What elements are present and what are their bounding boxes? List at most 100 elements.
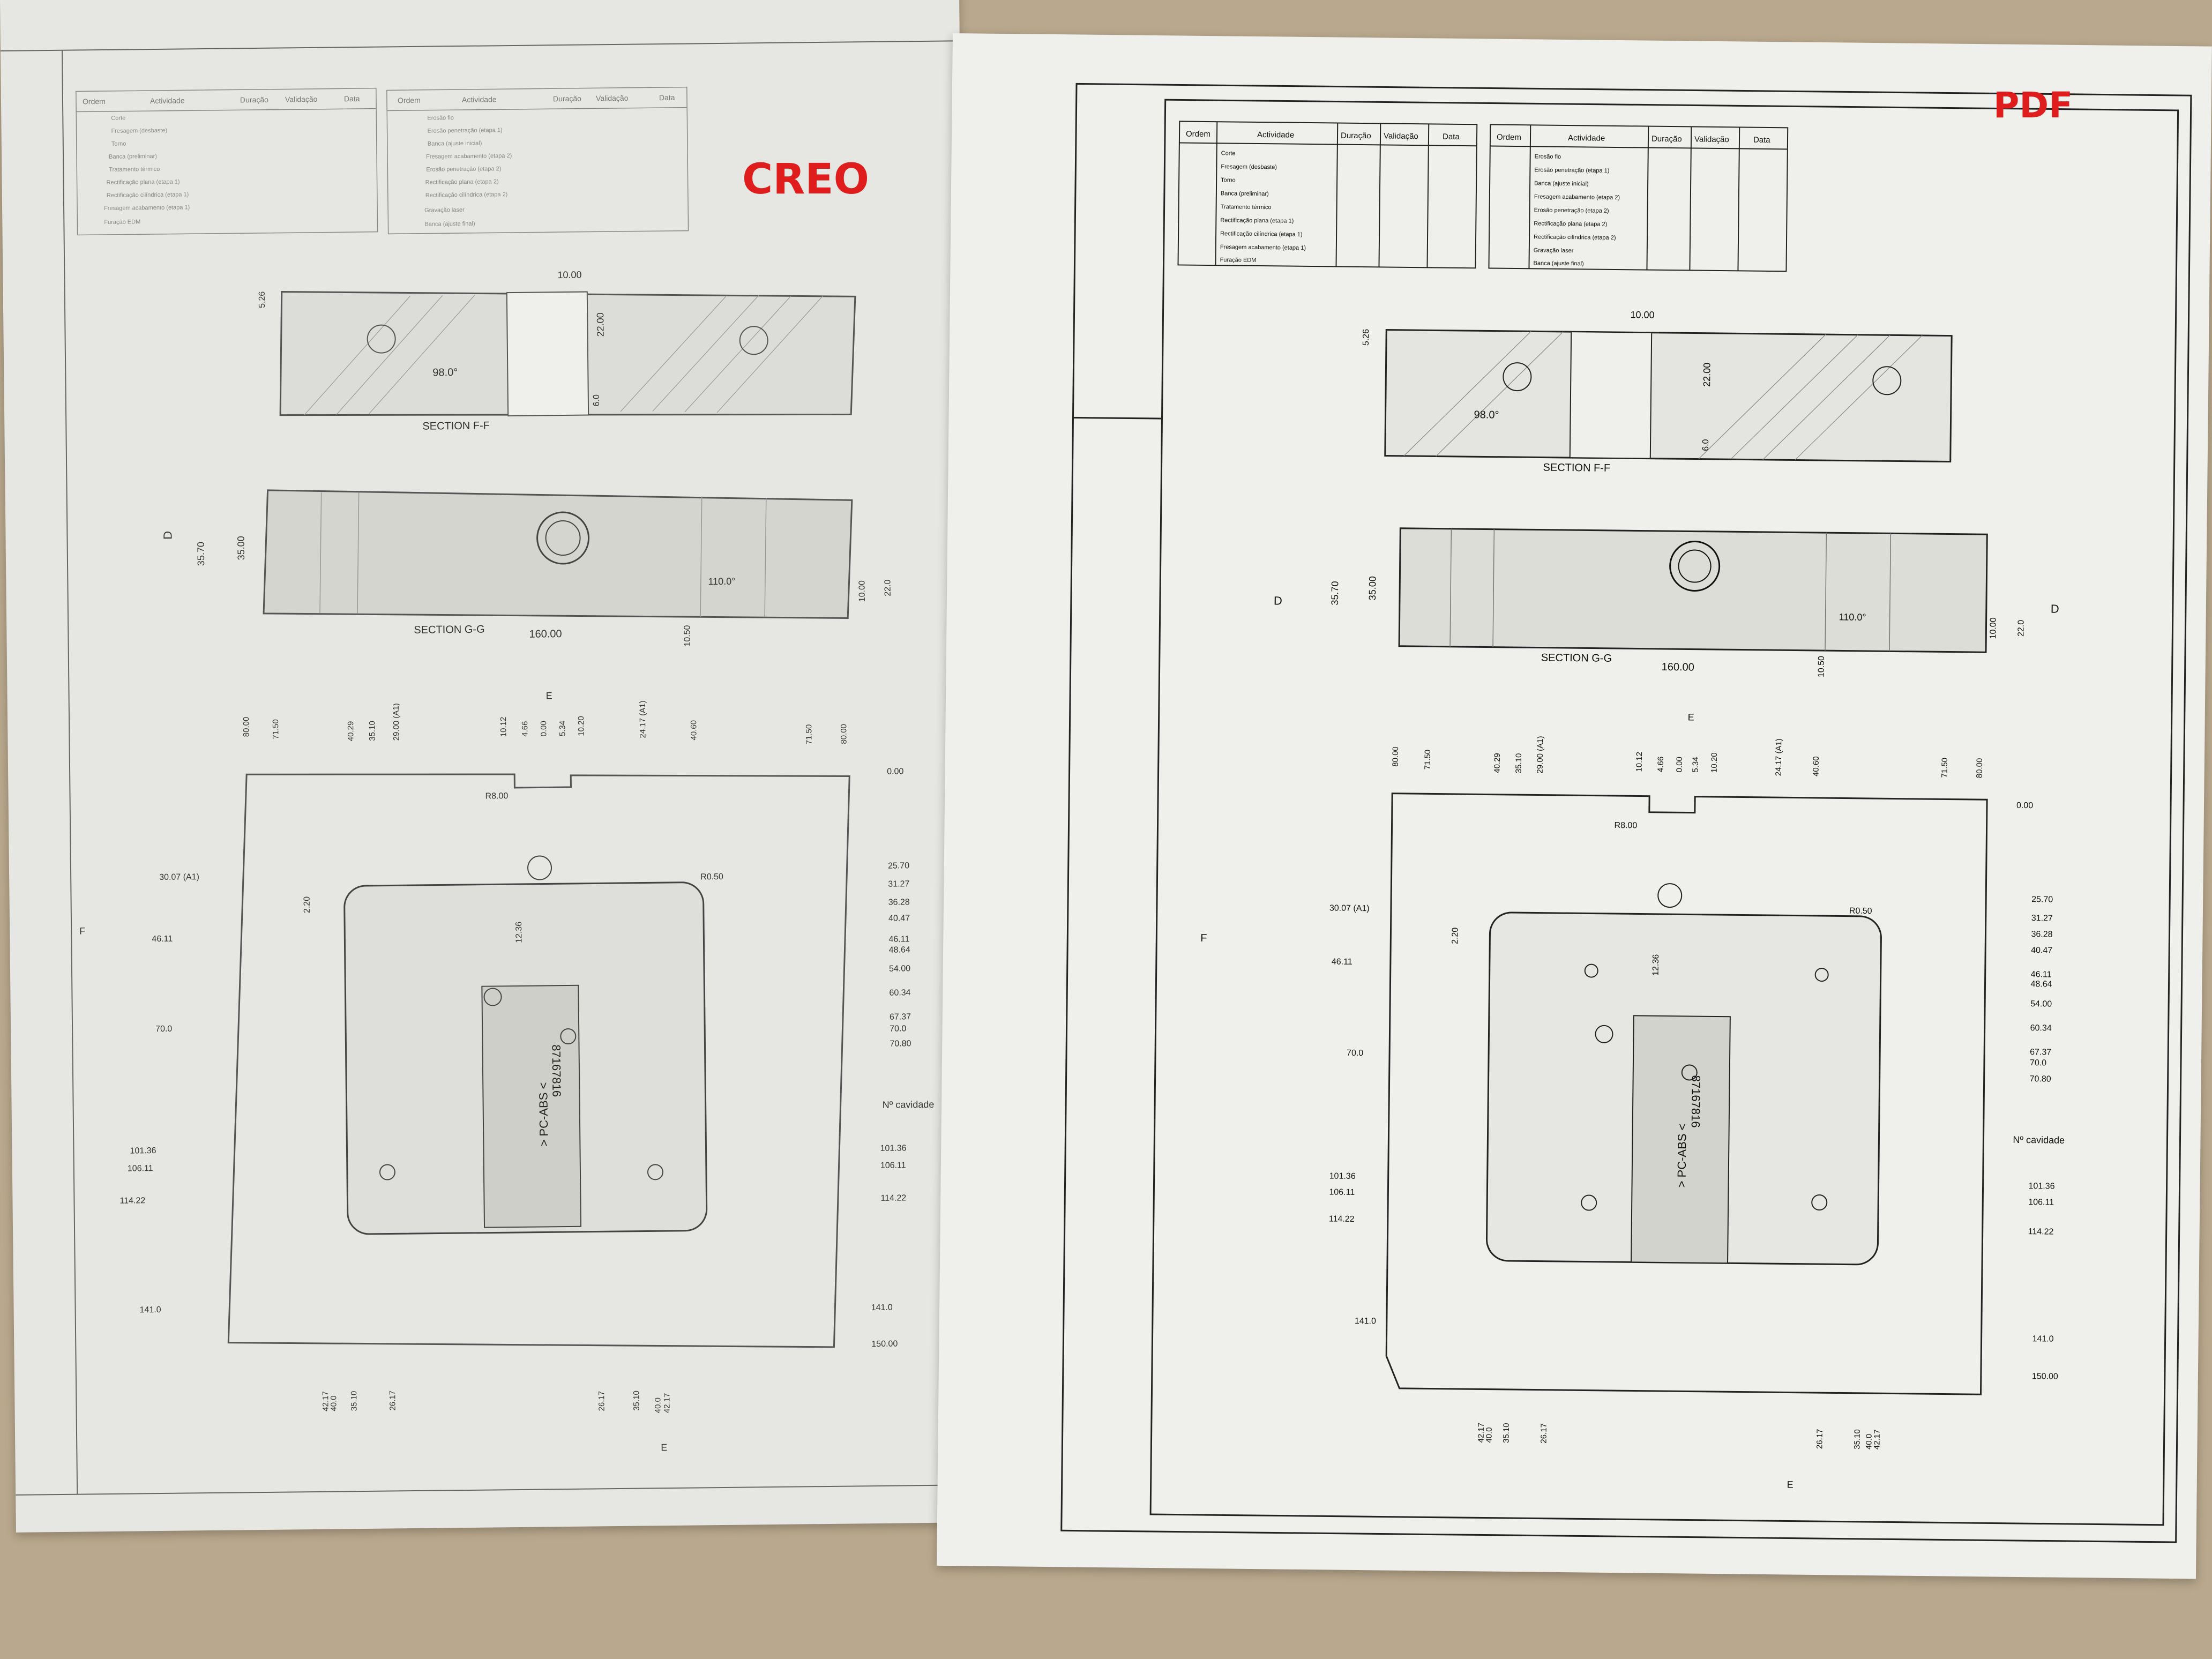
dim-label: 42.17 — [662, 1393, 671, 1413]
pdf-table-row: Rectificação plana (etapa 1) — [1220, 217, 1294, 224]
creo-table-row: Banca (preliminar) — [109, 153, 157, 160]
dim-label: 24.17 (A1) — [638, 700, 648, 738]
pdf-table-header: Actividade — [1568, 133, 1605, 143]
dim-label: 141.0 — [1355, 1317, 1376, 1326]
dim-label: 4.66 — [520, 721, 529, 737]
dim-label: 101.36 — [1329, 1171, 1356, 1181]
pdf-table-row: Gravação laser — [1534, 247, 1574, 254]
dim-label: 71.50 — [804, 724, 813, 745]
creo-table-header: Validação — [596, 94, 629, 103]
dim-label: 26.17 — [597, 1391, 606, 1411]
creo-table-row: Rectificação plana (etapa 2) — [425, 178, 499, 185]
pdf-table-header: Ordem — [1186, 130, 1210, 139]
dim-label: 80.00 — [839, 724, 848, 744]
dim-label: 26.17 — [1815, 1429, 1824, 1449]
dim-label: 40.60 — [1812, 756, 1821, 776]
cavity-note: Nº cavidade — [2013, 1134, 2065, 1146]
dim-label: 22.0 — [2016, 620, 2026, 637]
dim-label: 48.64 — [889, 945, 910, 954]
creo-section-gg: D 35.70 35.00 110.0° 22.0 10.00 SECTION … — [161, 489, 893, 647]
dim-label: 35.10 — [349, 1391, 358, 1411]
creo-drawing: Ordem Actividade Duração Validação Data … — [0, 40, 975, 1496]
creo-table-row: Furação EDM — [104, 219, 140, 226]
dim-label: 160.00 — [1662, 661, 1694, 674]
dim-label: 70.0 — [155, 1025, 172, 1034]
dim-label: 101.36 — [130, 1146, 156, 1156]
dim-label: 0.00 — [1675, 757, 1684, 772]
cavity-note: Nº cavidade — [883, 1099, 935, 1110]
dim-label: 29.00 (A1) — [392, 703, 401, 741]
dim-label: 10.00 — [1630, 309, 1654, 320]
creo-table-header: Data — [659, 93, 675, 102]
pdf-table-header: Validação — [1384, 131, 1418, 141]
pdf-table-header: Duração — [1651, 134, 1682, 144]
pdf-table-row: Rectificação plana (etapa 2) — [1534, 220, 1607, 227]
pdf-table-row: Tratamento térmico — [1221, 204, 1272, 211]
pdf-table-row: Banca (preliminar) — [1221, 190, 1269, 197]
dim-label: 12.36 — [1651, 954, 1661, 976]
creo-table-row: Torno — [111, 141, 126, 147]
dim-label: 42.17 — [321, 1391, 330, 1411]
dim-label: 40.60 — [689, 720, 698, 741]
pdf-label: PDF — [1993, 85, 2073, 126]
section-letter: E — [661, 1442, 667, 1453]
creo-label: CREO — [742, 155, 869, 204]
dim-label: 70.0 — [2030, 1058, 2046, 1067]
radius-label: R8.00 — [1614, 821, 1637, 830]
pdf-section-ff: 98.0° 10.00 22.00 6.0 5.26 SECTION F-F — [1362, 309, 1953, 474]
engraving-text: > PC-ABS < — [536, 1082, 550, 1147]
dim-label: 141.0 — [140, 1305, 161, 1314]
dim-label: 0.00 — [887, 767, 903, 776]
dim-label: 10.12 — [499, 717, 508, 737]
pdf-table-row: Fresagem acabamento (etapa 1) — [1220, 244, 1306, 251]
pdf-table-row: Furação EDM — [1220, 257, 1257, 264]
pdf-table-row: Rectificação cilíndrica (etapa 1) — [1220, 230, 1303, 238]
pdf-table-row: Torno — [1221, 177, 1236, 183]
pdf-table-row: Erosão penetração (etapa 2) — [1534, 207, 1609, 214]
dim-label: 114.22 — [880, 1193, 906, 1203]
pdf-table-row: Banca (ajuste final) — [1534, 260, 1584, 267]
pdf-table-row: Corte — [1221, 150, 1236, 156]
radius-label: R8.00 — [485, 791, 509, 801]
dim-label: 71.50 — [1940, 758, 1949, 778]
dim-label: 26.17 — [388, 1391, 397, 1411]
dim-label: 141.0 — [871, 1303, 893, 1312]
dim-label: 60.34 — [889, 988, 910, 997]
section-caption: SECTION F-F — [422, 420, 490, 432]
dim-label: 106.11 — [128, 1164, 153, 1174]
pdf-drawing-sheet: Ordem Actividade Duração Validação Data … — [937, 33, 2212, 1579]
creo-table-row: Fresagem acabamento (etapa 1) — [104, 204, 190, 212]
creo-section-ff: 98.0° 10.00 22.00 6.0 5.26 SECTION F-F — [258, 270, 856, 432]
dim-label: 40.0 — [653, 1398, 662, 1413]
radius-label: R0.50 — [1849, 907, 1872, 916]
pdf-drawing: Ordem Actividade Duração Validação Data … — [1060, 83, 2192, 1543]
creo-table-row: Fresagem (desbaste) — [111, 128, 168, 134]
angle-label: 110.0° — [1839, 611, 1866, 623]
dim-label: 5.34 — [558, 721, 567, 736]
section-letter: F — [79, 925, 85, 936]
dim-label: 22.00 — [1701, 363, 1712, 387]
creo-table-row: Tratamento térmico — [109, 166, 160, 173]
view-letter: D — [2051, 602, 2059, 616]
creo-table-row: Corte — [111, 115, 125, 122]
part-code: 87167816 — [1689, 1075, 1703, 1128]
dim-label: 40.0 — [329, 1395, 338, 1411]
dim-label: 46.11 — [888, 935, 909, 944]
creo-table-header: Ordem — [398, 96, 421, 104]
dim-label: 101.36 — [880, 1144, 906, 1153]
creo-table-header: Ordem — [83, 97, 106, 106]
dim-label: 150.00 — [871, 1340, 898, 1349]
dim-label: 40.47 — [2031, 946, 2052, 955]
dim-label: 25.70 — [2031, 895, 2053, 904]
angle-label: 98.0° — [1474, 409, 1499, 421]
pdf-table-row: Erosão fio — [1535, 153, 1561, 160]
creo-table-row: Erosão fio — [427, 115, 454, 122]
dim-label: 5.34 — [1691, 757, 1700, 772]
engraving-text: > PC-ABS < — [1675, 1123, 1689, 1187]
dim-label: 10.00 — [557, 270, 581, 280]
dim-label: 31.27 — [888, 879, 909, 888]
dim-label: 40.0 — [1485, 1427, 1494, 1443]
dim-label: 35.00 — [236, 536, 246, 560]
dim-label: 48.64 — [2030, 980, 2052, 989]
dim-label: 10.12 — [1635, 752, 1644, 772]
